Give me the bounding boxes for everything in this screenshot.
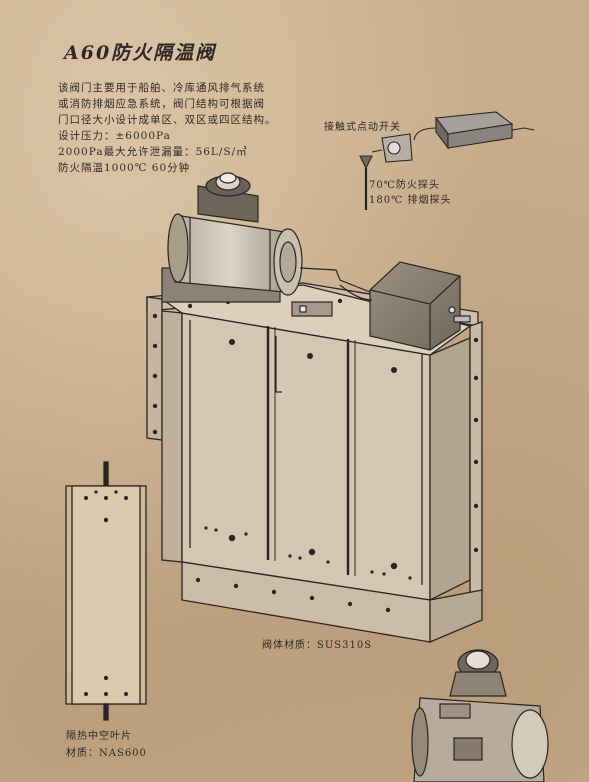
probe-label-70: 70℃防火探头 (369, 180, 440, 191)
blade-material-label: 材质：NAS600 (66, 748, 147, 759)
damper-body-drawing (146, 282, 483, 643)
blade-label: 隔热中空叶片 (66, 731, 132, 742)
probe-label-180: 180℃ 排烟探头 (369, 195, 452, 206)
intro-text: 该阀门主要用于船舶、冷库通风排气系统 或消防排烟应急系统，阀门结构可根据阀 门口… (58, 80, 320, 176)
switch-label: 接触式点动开关 (324, 122, 401, 133)
blade-bolt-holes (84, 490, 128, 696)
intro-line-2: 或消防排烟应急系统，阀门结构可根据阀 (58, 98, 265, 110)
point-switch-drawing (359, 111, 535, 210)
document-title: A60防火隔温阀 (64, 42, 217, 64)
body-material-label: 阀体材质：SUS310S (262, 640, 373, 651)
design-pressure: 设计压力：±6000Pa (58, 130, 171, 142)
hollow-blade-drawing (65, 461, 147, 721)
max-leakage: 2000Pa最大允许泄漏量：56L/S/㎡ (58, 146, 248, 158)
pneumatic-actuator (161, 172, 303, 303)
actuator-closeup-drawing (411, 649, 549, 782)
intro-line-1: 该阀门主要用于船舶、冷库通风排气系统 (58, 82, 265, 94)
fire-rating: 防火隔温1000℃ 60分钟 (58, 162, 191, 174)
control-box (275, 261, 471, 393)
intro-line-3: 门口径大小设计成单区、双区或四区结构。 (58, 114, 277, 126)
